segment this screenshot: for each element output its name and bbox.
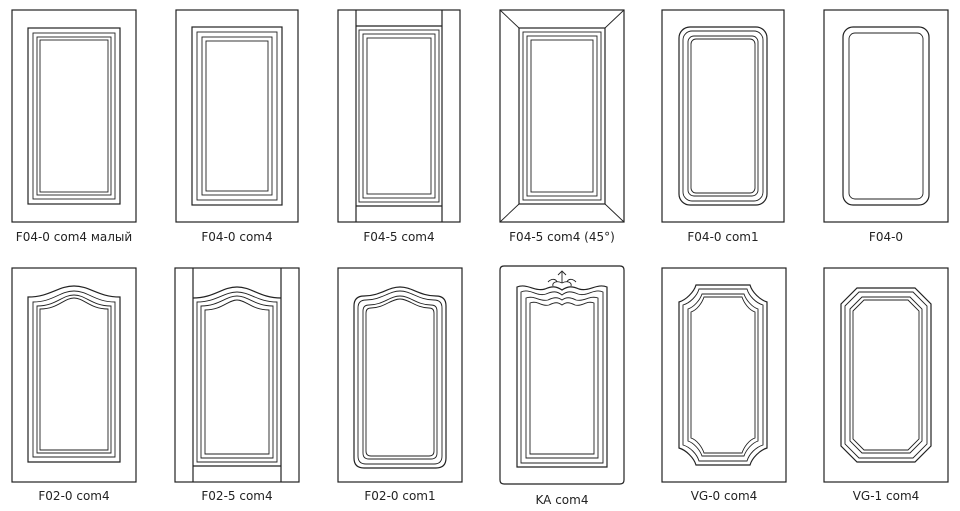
door-f04-0[interactable] bbox=[823, 9, 949, 223]
door-f04-5-com4[interactable] bbox=[337, 9, 461, 223]
door-caption: F04-0 com4 bbox=[201, 230, 272, 244]
door-vg-0-com4[interactable] bbox=[661, 267, 787, 483]
door-caption: F04-0 com1 bbox=[687, 230, 758, 244]
door-f02-0-com4[interactable] bbox=[11, 267, 137, 483]
door-caption: F04-5 com4 (45°) bbox=[509, 230, 615, 244]
door-f04-0-com4-small[interactable] bbox=[11, 9, 137, 223]
door-caption: KA com4 bbox=[536, 493, 589, 507]
door-caption: F02-0 com1 bbox=[364, 489, 435, 503]
door-caption: F02-5 com4 bbox=[201, 489, 272, 503]
door-caption: F02-0 com4 bbox=[38, 489, 109, 503]
door-f04-5-com4-45[interactable] bbox=[499, 9, 625, 223]
door-caption: F04-5 com4 bbox=[363, 230, 434, 244]
door-f02-0-com1[interactable] bbox=[337, 267, 463, 483]
door-f04-0-com4[interactable] bbox=[175, 9, 299, 223]
door-caption: VG-0 com4 bbox=[691, 489, 758, 503]
door-vg-1-com4[interactable] bbox=[823, 267, 949, 483]
door-caption: F04-0 bbox=[869, 230, 903, 244]
door-caption: F04-0 com4 малый bbox=[16, 230, 132, 244]
door-f02-5-com4[interactable] bbox=[174, 267, 300, 483]
door-f04-0-com1[interactable] bbox=[661, 9, 785, 223]
door-caption: VG-1 com4 bbox=[853, 489, 920, 503]
door-ka-com4[interactable] bbox=[499, 265, 625, 485]
